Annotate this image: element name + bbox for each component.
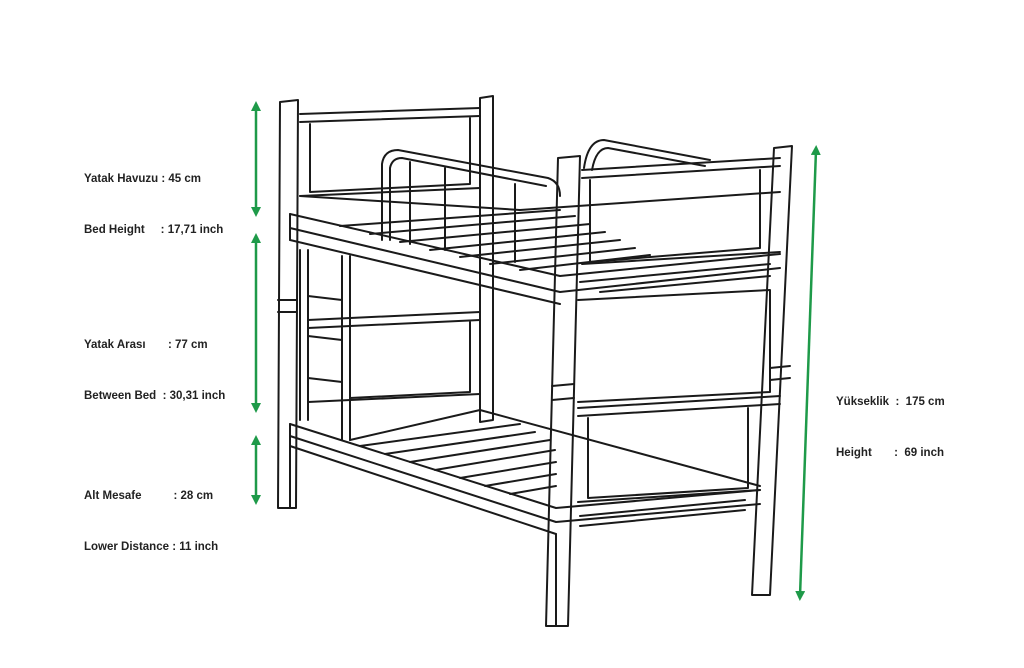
bed-height-line2: Bed Height : 17,71 inch [84, 224, 224, 236]
total-height-arrow [795, 145, 821, 601]
front-left-post [277, 99, 299, 509]
front-right-post [545, 155, 791, 627]
upper-bed-frame [289, 191, 781, 305]
upper-guard-rail [381, 149, 561, 263]
total-height-label: Yükseklik : 175 cm Height : 69 inch [836, 360, 945, 496]
lower-distance-label: Alt Mesafe : 28 cm Lower Distance : 11 i… [84, 454, 218, 590]
total-height-line2: Height : 69 inch [836, 447, 944, 459]
back-left-post [479, 95, 494, 423]
total-height-line1: Yükseklik : 175 cm [836, 396, 945, 408]
between-bed-label: Yatak Arası : 77 cm Between Bed : 30,31 … [84, 303, 225, 439]
bed-height-line1: Yatak Havuzu : 45 cm [84, 173, 201, 185]
between-bed-line2: Between Bed : 30,31 inch [84, 390, 226, 402]
ladder [299, 249, 351, 441]
lower-back-headboard [307, 311, 481, 403]
lower-distance-line2: Lower Distance : 11 inch [84, 541, 219, 553]
upper-front-headboard [581, 139, 781, 265]
lower-front-panel [577, 289, 781, 503]
lower-distance-line1: Alt Mesafe : 28 cm [84, 490, 214, 502]
bed-height-label: Yatak Havuzu : 45 cm Bed Height : 17,71 … [84, 137, 223, 273]
floor-legs [289, 445, 557, 627]
lower-bed-frame [289, 409, 761, 535]
between-bed-line1: Yatak Arası : 77 cm [84, 339, 208, 351]
back-right-post [751, 145, 793, 596]
